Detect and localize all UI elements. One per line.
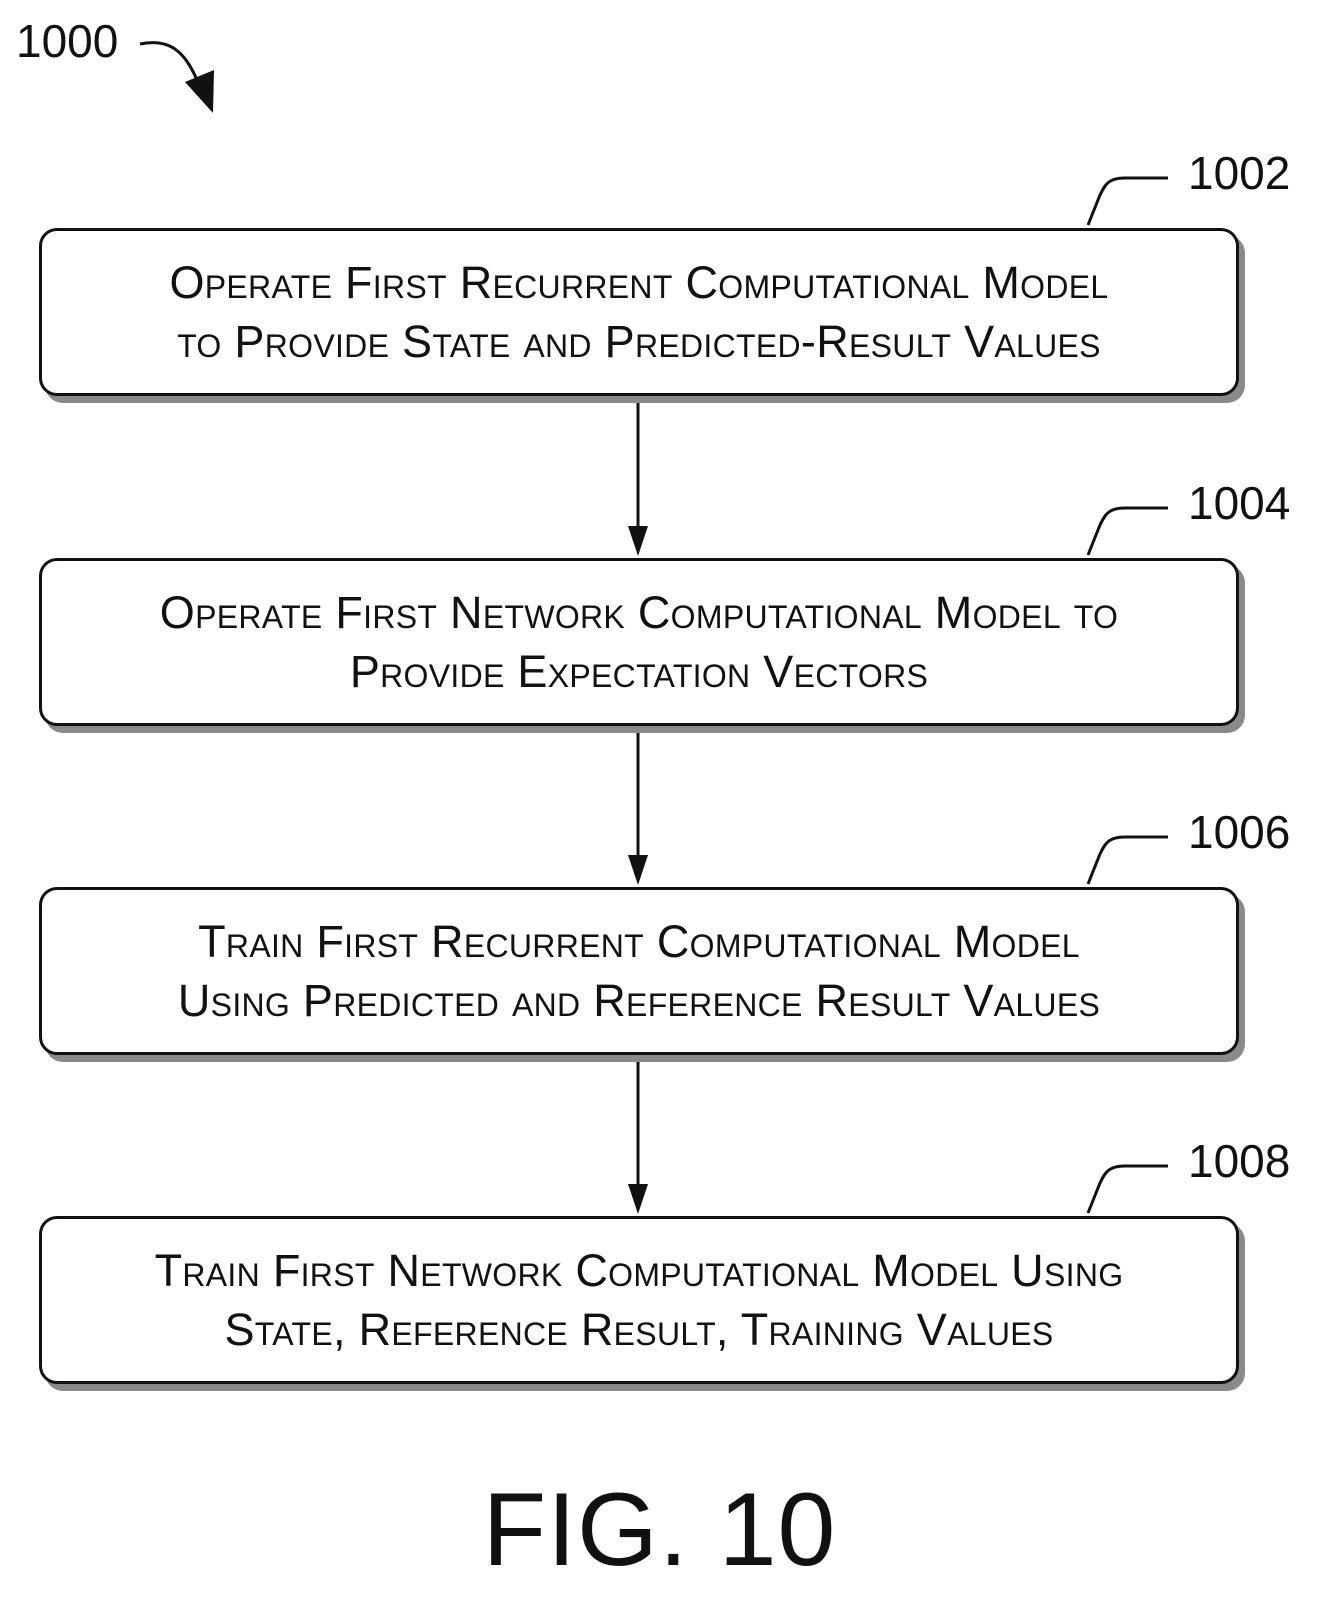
step-ref-leader-1006 [1088,837,1168,884]
process-step-box: Operate First Network Computational Mode… [39,558,1239,726]
step-ref-number: 1004 [1188,480,1290,526]
step-text-line: to Provide State and Predicted-Result Va… [177,312,1101,371]
step-text-line: Train First Recurrent Computational Mode… [198,912,1080,971]
step-ref-leader-1002 [1088,178,1168,225]
step-ref-number: 1006 [1188,809,1290,855]
step-text-line: Provide Expectation Vectors [350,642,928,701]
step-ref-leader-1008 [1088,1166,1168,1213]
figure-label: FIG. 10 [0,1478,1319,1582]
step-ref-number: 1002 [1188,150,1290,196]
process-step-box: Operate First Recurrent Computational Mo… [39,228,1239,396]
flow-arrowhead-1004-to-1006 [628,855,648,885]
flow-arrowhead-1006-to-1008 [628,1184,648,1214]
figure-ref-number: 1000 [16,18,118,64]
step-ref-leader-1004 [1088,508,1168,555]
figure-ref-leader [140,43,197,80]
step-text-line: Operate First Network Computational Mode… [160,583,1118,642]
flow-arrowhead-1002-to-1004 [628,526,648,556]
step-ref-number: 1008 [1188,1138,1290,1184]
step-text-line: Using Predicted and Reference Result Val… [178,971,1100,1030]
process-step-box: Train First Network Computational Model … [39,1216,1239,1384]
step-text-line: State, Reference Result, Training Values [224,1300,1053,1359]
process-step-box: Train First Recurrent Computational Mode… [39,887,1239,1055]
step-text-line: Operate First Recurrent Computational Mo… [169,253,1108,312]
figure-ref-arrowhead [185,70,214,113]
step-text-line: Train First Network Computational Model … [155,1241,1124,1300]
